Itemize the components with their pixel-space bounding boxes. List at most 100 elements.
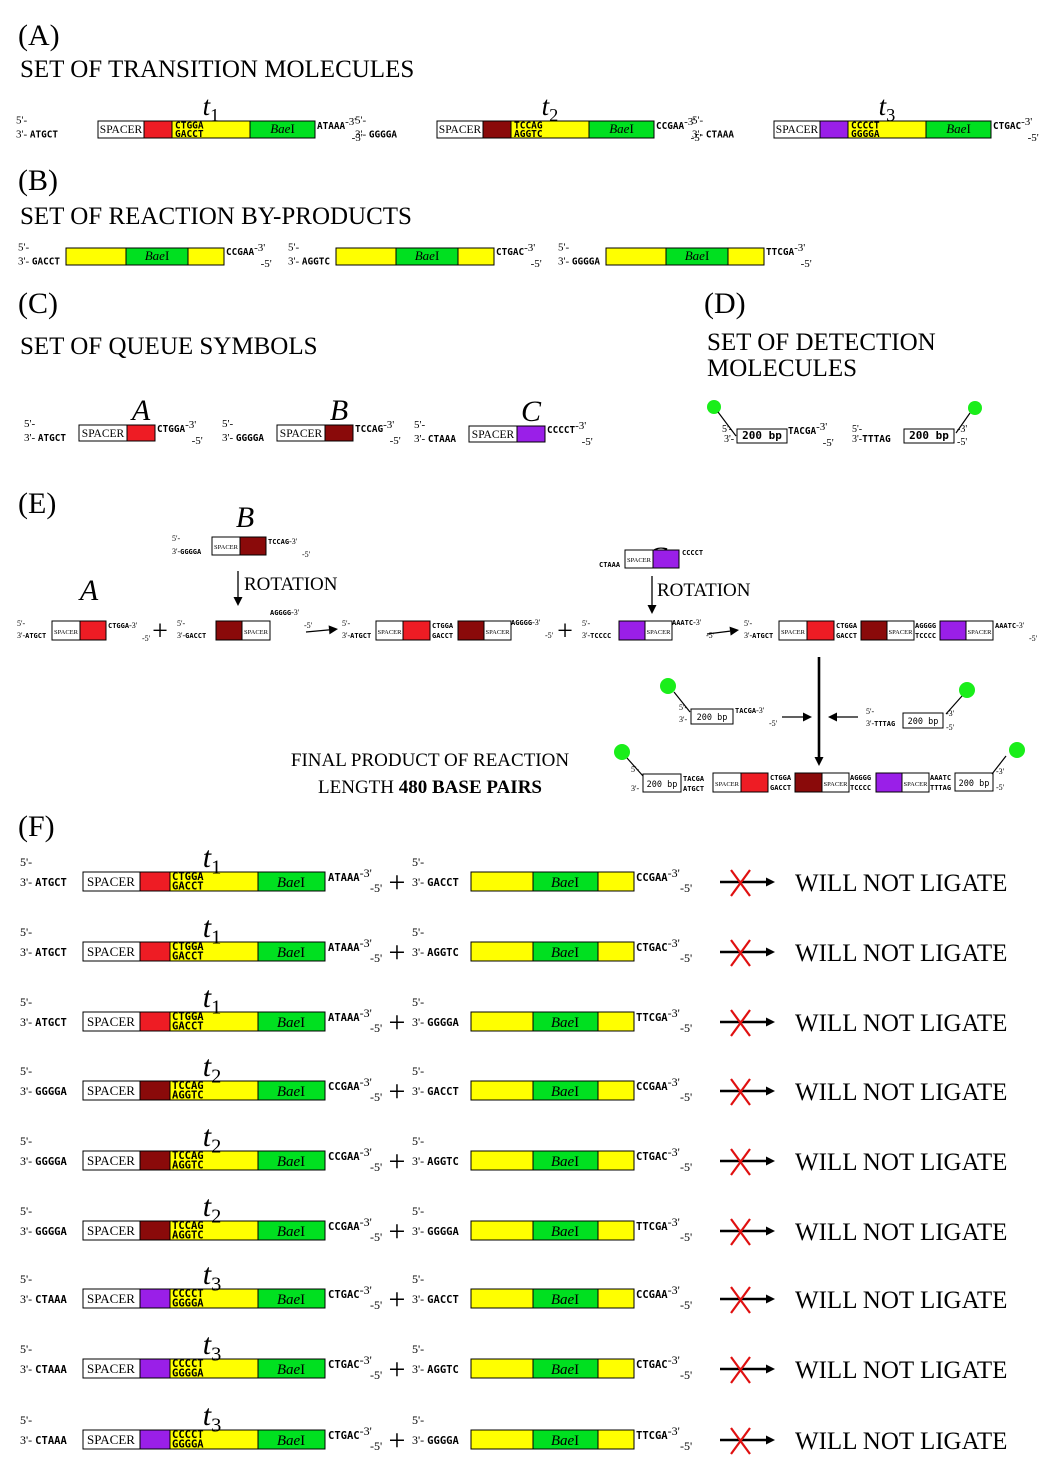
a-transition-t1-overhang-bottom: GACCT xyxy=(175,129,204,140)
f-row-5-right-5end: -5' xyxy=(370,1160,382,1174)
f-row-8-bp-right: CTGAC-3' xyxy=(636,1353,680,1371)
d-right-3p: 3'-TTTAG xyxy=(852,434,891,445)
f-row-8-bp-right-5end: -5' xyxy=(680,1368,692,1382)
f-row-2-spacer-text: SPACER xyxy=(87,944,135,959)
f-row-4-baei-label: BaeI xyxy=(277,1084,305,1100)
e-symbol-a: A xyxy=(78,574,99,607)
f-row-1-bp-5p: 5'- xyxy=(412,855,424,869)
f-row-1-bp-yellow-right xyxy=(597,871,635,892)
f-row-1-cross-stroke-2 xyxy=(730,869,751,897)
f-row-7-cross-stroke-2 xyxy=(730,1286,751,1314)
f-row-5-result: WILL NOT LIGATE xyxy=(795,1149,1007,1176)
f-row-2-5p: 5'- xyxy=(20,925,32,939)
f-row-1-baei-label: BaeI xyxy=(277,875,305,891)
f-row-3-bp-yellow-left xyxy=(470,1011,534,1032)
a-transition-t1-right-5end: -5' xyxy=(352,132,363,144)
f-row-6-overhang-top: TCCAG xyxy=(172,1220,204,1232)
e-abc-junction1-top: CTGGA xyxy=(836,622,858,630)
f-row-4-spacer-text: SPACER xyxy=(87,1083,135,1098)
a-transition-t3-left-5p: 5'- xyxy=(692,115,703,127)
f-row-7-5p: 5'- xyxy=(20,1272,32,1286)
f-row-9-bp-right-5end: -5' xyxy=(680,1439,692,1453)
e-final-5end: -5' xyxy=(996,783,1005,792)
a-transition-t3-baei-site xyxy=(925,120,992,139)
f-row-7-overhang-top: CCCCT xyxy=(172,1288,204,1300)
arrow-head xyxy=(828,712,837,722)
f-row-6-5p: 5'- xyxy=(20,1204,32,1218)
f-row-6-bp-yellow-right xyxy=(597,1220,635,1241)
f-row-4-5p: 5'- xyxy=(20,1064,32,1078)
f-row-3-symbol-block xyxy=(139,1011,171,1032)
a-transition-t2-left-5p: 5'- xyxy=(355,115,366,127)
a-transition-t3-overhang-bottom: GGGGA xyxy=(851,129,880,140)
f-row-4-right-5end: -5' xyxy=(370,1090,382,1104)
c-queue-c-symbol: C xyxy=(521,395,542,428)
e-final-spacer-c-text: SPACER xyxy=(904,781,929,788)
f-row-1-baei-site xyxy=(257,871,326,892)
a-transition-t1-left-3p: 3'- ATGCT xyxy=(16,129,58,141)
f-row-6-right: CCGAA-3' xyxy=(328,1215,372,1233)
e-ab-right-5end: -5' xyxy=(545,631,554,640)
e-final-symbol-c xyxy=(875,772,903,793)
c-queue-c-left-3p: 3'- CTAAA xyxy=(414,433,456,445)
section-a-label: (A) xyxy=(18,19,60,52)
e-final-symbol-a xyxy=(740,772,769,793)
e-plus-1: + xyxy=(152,616,168,647)
f-row-3-baei-site xyxy=(257,1011,326,1032)
d-200bp-left-text: 200 bp xyxy=(742,429,782,442)
b-byproduct-1-right-seq: CCGAA-3' xyxy=(226,242,265,258)
e-det-200bp-left-text: 200 bp xyxy=(697,713,728,723)
f-row-7-symbol-block xyxy=(139,1288,171,1309)
d-left-3p: 3'- xyxy=(724,434,734,445)
e-abc-junction2-top: AGGGG xyxy=(915,622,936,630)
arrow-head xyxy=(766,1294,775,1304)
f-row-6-3p: 3'- GGGGA xyxy=(20,1224,67,1238)
f-row-9-bp-yellow-left xyxy=(470,1429,534,1450)
f-row-9-cross-stroke-2 xyxy=(730,1427,751,1455)
f-row-6-spacer-text: SPACER xyxy=(87,1223,135,1238)
e-arrow-det-right xyxy=(828,712,858,722)
f-row-9-blocked-arrow xyxy=(720,1435,775,1445)
f-row-4-baei-site xyxy=(257,1080,326,1101)
e-rotation-arrow-b xyxy=(233,571,243,606)
section-d-title-1: SET OF DETECTION xyxy=(707,329,936,356)
arrow-head xyxy=(233,597,243,606)
f-row-7-bp-yellow-left xyxy=(470,1288,534,1309)
d-label-dot-left xyxy=(707,400,721,414)
f-row-9-bp-yellow-right xyxy=(597,1429,635,1450)
f-row-8-bp-yellow-left xyxy=(470,1358,534,1379)
f-row-9-right: CTGAC-3' xyxy=(328,1424,372,1442)
e-abc-symbol-a xyxy=(806,620,835,641)
arrow-head xyxy=(803,712,812,722)
f-row-6-bp-3p: 3'- GGGGA xyxy=(412,1224,459,1238)
f-row-7-result: WILL NOT LIGATE xyxy=(795,1287,1007,1314)
e-ab-symbol-a xyxy=(402,620,431,641)
e-a-right: CTGGA-3' xyxy=(108,621,138,630)
f-row-5-bp-yellow-left xyxy=(470,1150,534,1171)
a-transition-t2-right-5end: -5' xyxy=(691,132,702,144)
f-row-6-bp-5p: 5'- xyxy=(412,1204,424,1218)
e-final-spacer-c xyxy=(901,772,930,793)
e-a-right-5end: -5' xyxy=(142,634,151,643)
e-abc-spacer-c-text: SPACER xyxy=(968,629,993,636)
f-row-5-symbol-block xyxy=(139,1150,171,1171)
b-byproduct-2-left-5p: 5'- xyxy=(288,242,299,254)
f-row-2-cross-stroke-2 xyxy=(730,939,751,967)
section-d-label: (D) xyxy=(704,287,746,320)
f-row-4-overhang-top: TCCAG xyxy=(172,1080,204,1092)
f-row-8-right: CTGAC-3' xyxy=(328,1353,372,1371)
f-row-2-overhang-bottom: GACCT xyxy=(172,951,204,963)
a-transition-t3-overhang-top: CCCCT xyxy=(851,121,880,132)
b-byproduct-2-yellow-right xyxy=(457,247,495,266)
e-final-3p: 3'- xyxy=(631,784,639,793)
a-transition-t1-spacer-text: SPACER xyxy=(100,124,143,136)
e-rb-5p: 5'- xyxy=(177,619,185,628)
e-final-200bp-left xyxy=(642,773,682,793)
e-rotation-label-c: ROTATION xyxy=(657,580,751,601)
f-row-2-bp-5p: 5'- xyxy=(412,925,424,939)
c-queue-c-symbol-block xyxy=(516,425,546,443)
c-queue-b-right-seq: TCCAG-3' xyxy=(355,419,394,435)
arrow-head xyxy=(729,626,739,636)
e-det-200bp-left xyxy=(690,708,734,725)
b-byproduct-1-yellow-right xyxy=(187,247,225,266)
